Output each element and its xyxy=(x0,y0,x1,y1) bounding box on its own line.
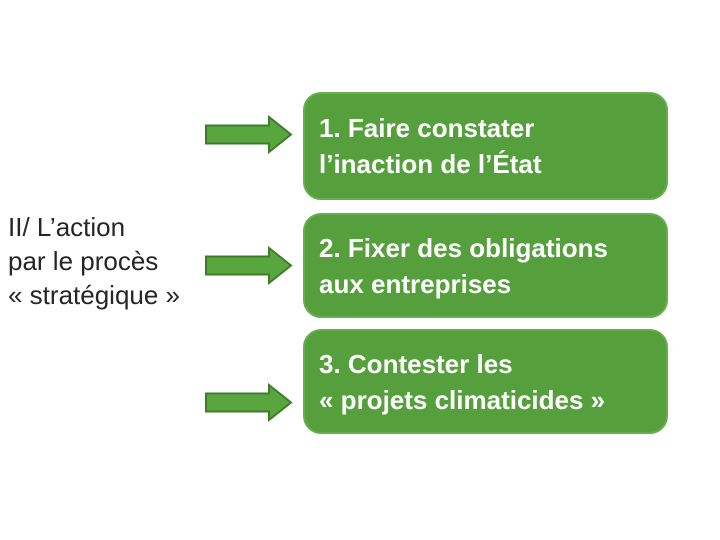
section-title: II/ L’action par le procès « stratégique… xyxy=(8,210,218,312)
right-arrow-icon xyxy=(205,246,293,285)
step-box-2-line-1: 2. Fixer des obligations xyxy=(319,232,608,263)
section-title-line-3: « stratégique » xyxy=(8,280,181,310)
step-box-3: 3. Contester les « projets climaticides … xyxy=(303,329,668,434)
step-box-3-line-1: 3. Contester les xyxy=(319,348,513,379)
right-arrow-icon xyxy=(205,115,293,154)
step-box-2: 2. Fixer des obligations aux entreprises xyxy=(303,213,668,318)
step-box-1-line-2: l’inaction de l’État xyxy=(319,149,542,179)
step-box-1: 1. Faire constater l’inaction de l’État xyxy=(303,92,668,200)
step-box-2-line-2: aux entreprises xyxy=(319,268,512,299)
section-title-line-1: II/ L’action xyxy=(8,212,126,242)
right-arrow-icon xyxy=(205,383,293,422)
section-title-line-2: par le procès xyxy=(8,246,159,276)
step-box-3-line-2: « projets climaticides » xyxy=(319,384,606,415)
step-box-1-line-1: 1. Faire constater xyxy=(319,113,535,143)
